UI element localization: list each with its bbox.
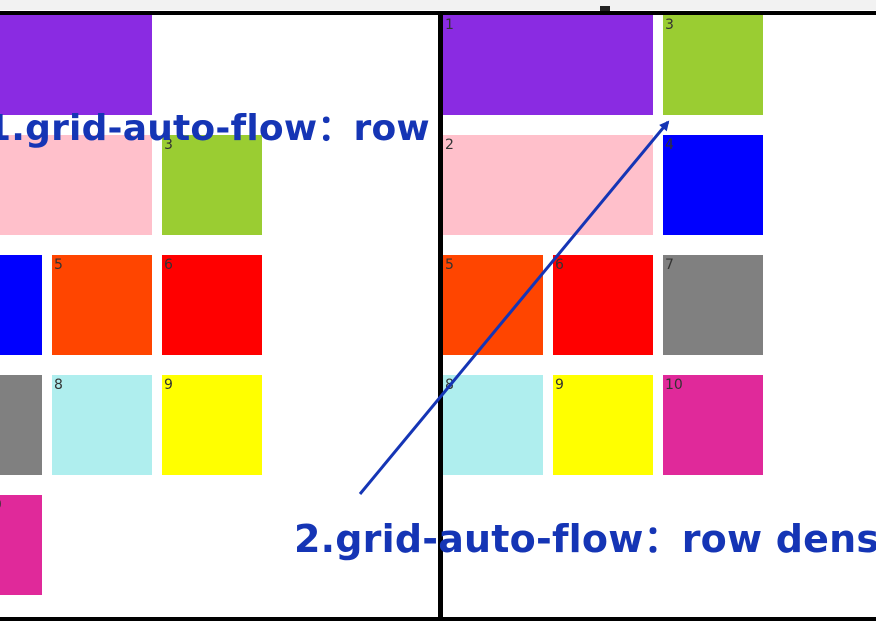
grid-item-number: 10 [665, 377, 683, 393]
grid-item-5: 5 [52, 255, 152, 355]
row-flow-caption: 1.grid-auto-flow：row [0, 108, 430, 149]
grid-item-number: 3 [164, 137, 173, 153]
grid-item-2: 2 [0, 135, 152, 235]
grid-item-number: 8 [54, 377, 63, 393]
grid-item-8: 8 [52, 375, 152, 475]
top-bar [0, 0, 876, 10]
grid-item-number: 9 [164, 377, 173, 393]
row-flow-panel: 1 2 3 4 5 6 7 8 9 10 [0, 11, 442, 621]
grid-item-2: 2 [443, 135, 653, 235]
grid-item-number: 10 [0, 498, 2, 512]
grid-item-number: 3 [665, 17, 674, 33]
grid-item-4: 4 [0, 255, 42, 355]
grid-item-1: 1 [443, 15, 653, 115]
grid-item-10: 10 [0, 495, 42, 595]
grid-item-6: 6 [162, 255, 262, 355]
grid-item-number: 8 [445, 377, 454, 393]
grid-item-3: 3 [663, 15, 763, 115]
grid-item-9: 9 [553, 375, 653, 475]
row-dense-flow-caption: 2.grid-auto-flow：row dense [294, 517, 876, 561]
grid-item-10: 10 [663, 375, 763, 475]
grid-item-5: 5 [443, 255, 543, 355]
grid-item-number: 1 [445, 17, 454, 33]
grid-item-number: 9 [555, 377, 564, 393]
grid-item-7: 7 [663, 255, 763, 355]
grid-item-number: 5 [54, 257, 63, 273]
grid-item-number: 6 [555, 257, 564, 273]
grid-item-3: 3 [162, 135, 262, 235]
grid-item-1: 1 [0, 15, 152, 115]
grid-item-4: 4 [663, 135, 763, 235]
grid-item-number: 5 [445, 257, 454, 273]
grid-item-number: 4 [665, 137, 674, 153]
grid-item-7: 7 [0, 375, 42, 475]
grid-item-number: 6 [164, 257, 173, 273]
top-bar-marker [600, 6, 610, 12]
grid-item-number: 7 [665, 257, 674, 273]
grid-item-number: 2 [445, 137, 454, 153]
grid-item-8: 8 [443, 375, 543, 475]
grid-item-6: 6 [553, 255, 653, 355]
grid-item-9: 9 [162, 375, 262, 475]
